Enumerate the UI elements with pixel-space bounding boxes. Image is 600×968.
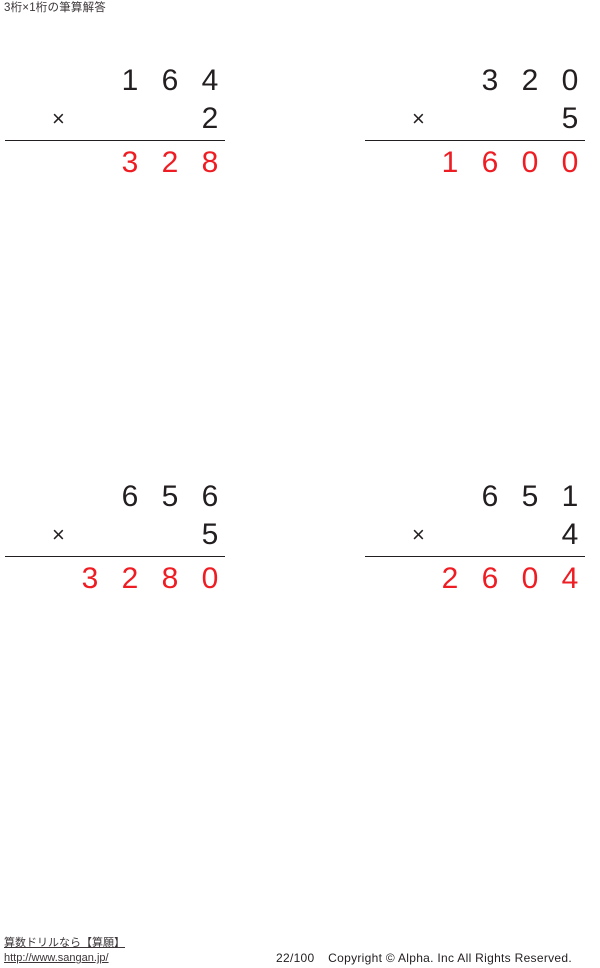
digit-ones: 0 [201, 562, 219, 595]
multiplicand-digits: 3 2 0 [430, 62, 590, 100]
digit-ones: 4 [561, 562, 579, 595]
calculation-rule [365, 556, 585, 557]
calculation-rule [5, 556, 225, 557]
product-row: 3 2 8 [0, 144, 230, 184]
multiplicand-row: 3 2 0 [360, 62, 590, 102]
digit-hundreds: 6 [481, 562, 499, 595]
digit-thousands [70, 144, 110, 182]
digit-hundreds: 6 [121, 480, 139, 513]
multiplier-digits: 2 [70, 100, 230, 138]
site-name-link[interactable]: 算数ドリルなら【算願】 [4, 937, 125, 949]
digit-thousands: 1 [441, 146, 459, 179]
digit-tens [510, 100, 550, 138]
digit-thousands [430, 62, 470, 100]
digit-ones: 1 [561, 480, 579, 513]
multiplicand-row: 1 6 4 [0, 62, 230, 102]
product-digits: 3 2 8 0 [70, 560, 230, 598]
product-digits: 1 6 0 0 [430, 144, 590, 182]
product-digits: 2 6 0 4 [430, 560, 590, 598]
multiplicand-row: 6 5 6 [0, 478, 230, 518]
digit-hundreds [110, 100, 150, 138]
digit-thousands [430, 516, 470, 554]
multiplier-row: × 4 [360, 516, 590, 556]
product-row: 3 2 8 0 [0, 560, 230, 600]
multiplicand-row: 6 5 1 [360, 478, 590, 518]
digit-tens: 0 [521, 146, 539, 179]
digit-tens: 6 [161, 64, 179, 97]
multiplier-row: × 5 [0, 516, 230, 556]
digit-ones: 6 [201, 480, 219, 513]
calculation-rule [365, 140, 585, 141]
multiplier-row: × 5 [360, 100, 590, 140]
digit-thousands: 3 [81, 562, 99, 595]
page-footer: 算数ドリルなら【算願】 http://www.sangan.jp/ 22/100… [0, 936, 600, 968]
digit-thousands [70, 516, 110, 554]
multiplication-operator-icon: × [52, 106, 65, 131]
multiplier-digits: 5 [70, 516, 230, 554]
digit-hundreds: 1 [121, 64, 139, 97]
digit-ones: 4 [201, 64, 219, 97]
digit-tens [150, 516, 190, 554]
multiplicand-digits: 6 5 1 [430, 478, 590, 516]
digit-hundreds: 3 [121, 146, 139, 179]
page-number: 22/100 [276, 951, 315, 965]
copyright-notice: Copyright © Alpha. Inc All Rights Reserv… [328, 951, 573, 965]
multiplier-row: × 2 [0, 100, 230, 140]
digit-ones: 2 [201, 102, 219, 135]
problem-2: 3 2 0 × 5 1 6 0 0 [360, 62, 590, 182]
page-title: 3桁×1桁の筆算解答 [4, 2, 107, 14]
digit-ones: 5 [561, 102, 579, 135]
footer-links: 算数ドリルなら【算願】 http://www.sangan.jp/ [4, 936, 125, 966]
product-row: 2 6 0 4 [360, 560, 590, 600]
digit-thousands: 2 [441, 562, 459, 595]
product-digits: 3 2 8 [70, 144, 230, 182]
digit-thousands [70, 100, 110, 138]
calculation-rule [5, 140, 225, 141]
digit-tens: 2 [521, 64, 539, 97]
multiplication-operator-icon: × [412, 106, 425, 131]
multiplicand-digits: 6 5 6 [70, 478, 230, 516]
digit-tens [510, 516, 550, 554]
site-url-link[interactable]: http://www.sangan.jp/ [4, 952, 109, 964]
digit-ones: 5 [201, 518, 219, 551]
digit-thousands [70, 478, 110, 516]
multiplier-digits: 4 [430, 516, 590, 554]
digit-tens [150, 100, 190, 138]
digit-tens: 2 [161, 146, 179, 179]
problem-3: 6 5 6 × 5 3 2 8 0 [0, 478, 230, 598]
digit-thousands [430, 100, 470, 138]
digit-hundreds [110, 516, 150, 554]
digit-thousands [70, 62, 110, 100]
multiplicand-digits: 1 6 4 [70, 62, 230, 100]
digit-ones: 0 [561, 146, 579, 179]
digit-tens: 5 [161, 480, 179, 513]
digit-hundreds: 3 [481, 64, 499, 97]
problem-1: 1 6 4 × 2 3 2 8 [0, 62, 230, 182]
digit-hundreds [470, 100, 510, 138]
digit-ones: 0 [561, 64, 579, 97]
product-row: 1 6 0 0 [360, 144, 590, 184]
digit-hundreds: 6 [481, 480, 499, 513]
problem-grid: 1 6 4 × 2 3 2 8 [0, 62, 590, 598]
digit-tens: 0 [521, 562, 539, 595]
digit-hundreds: 6 [481, 146, 499, 179]
digit-thousands [430, 478, 470, 516]
digit-hundreds [470, 516, 510, 554]
digit-ones: 4 [561, 518, 579, 551]
multiplication-operator-icon: × [412, 522, 425, 547]
problem-4: 6 5 1 × 4 2 6 0 4 [360, 478, 590, 598]
digit-tens: 5 [521, 480, 539, 513]
digit-tens: 8 [161, 562, 179, 595]
digit-hundreds: 2 [121, 562, 139, 595]
multiplier-digits: 5 [430, 100, 590, 138]
multiplication-operator-icon: × [52, 522, 65, 547]
footer-meta: 22/100 Copyright © Alpha. Inc All Rights… [276, 950, 572, 966]
digit-ones: 8 [201, 146, 219, 179]
